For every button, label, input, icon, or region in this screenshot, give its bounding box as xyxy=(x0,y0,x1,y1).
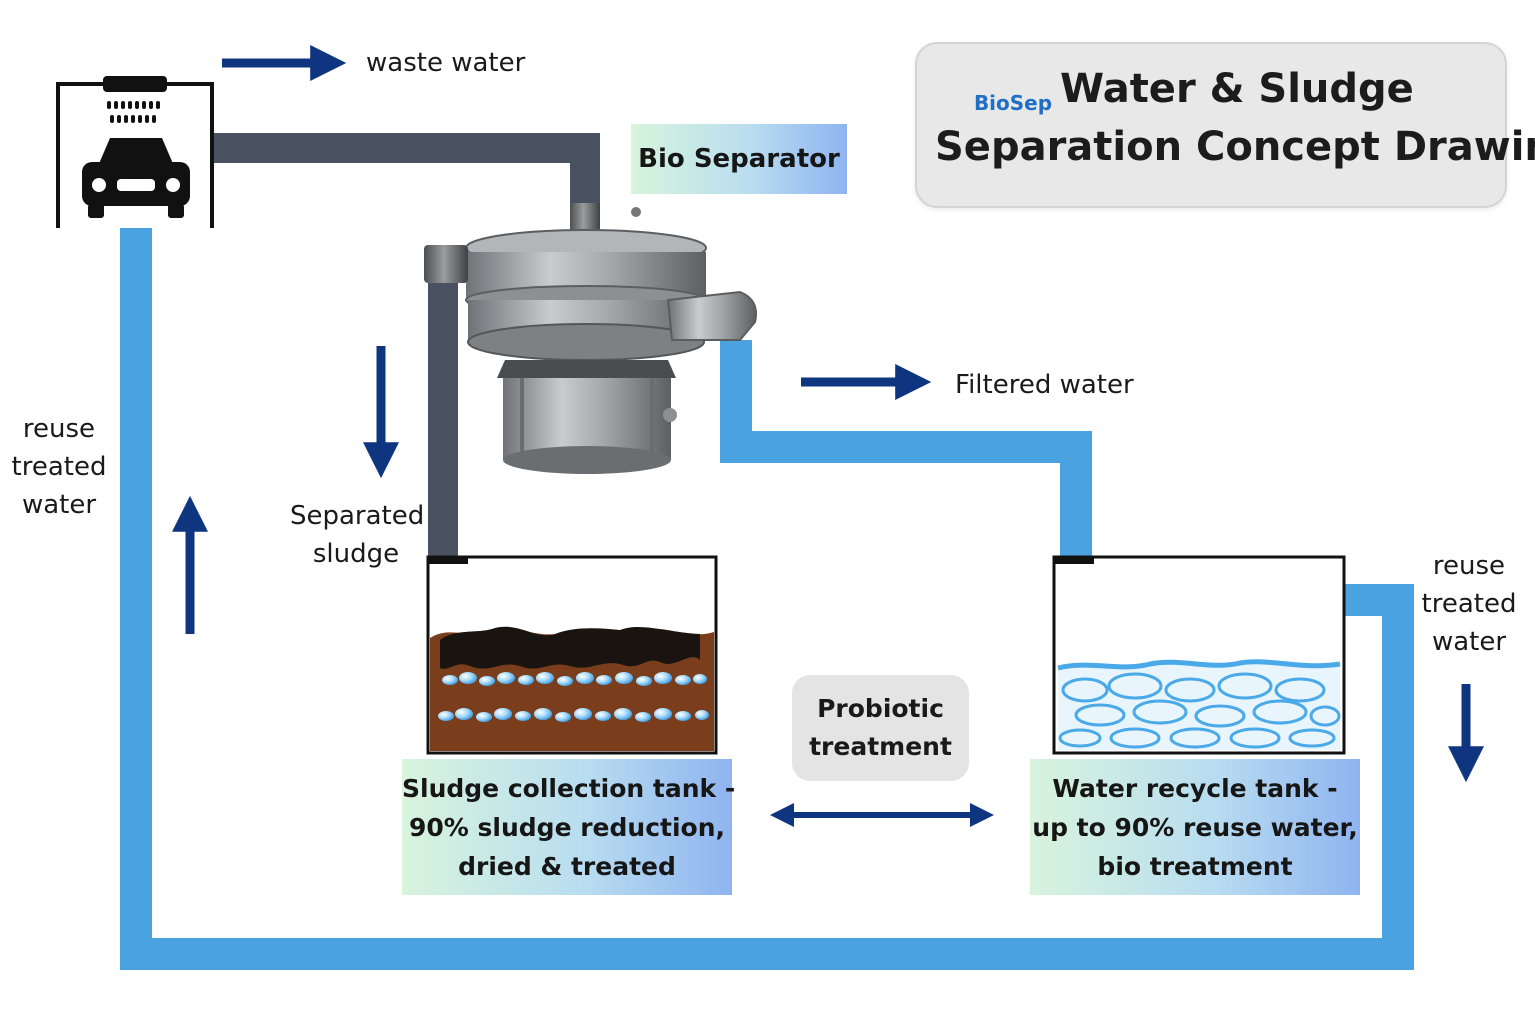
reuse-treated-water-left-label: reuse treated water xyxy=(11,414,107,520)
title-line-1: Water & Sludge xyxy=(1060,66,1414,112)
water-tank xyxy=(1052,555,1346,755)
title-card xyxy=(915,42,1507,208)
waste-water-pipe xyxy=(210,133,600,205)
probiotic-treatment-badge: Probiotic treatment xyxy=(792,675,969,781)
filtered-water-pipe xyxy=(720,340,1092,560)
biosep-logo-text: BioSep xyxy=(973,91,1053,115)
reuse-treated-water-right-label: reuse treated water xyxy=(1421,551,1517,657)
filtered-water-label: Filtered water xyxy=(955,370,1134,400)
sludge-pipe xyxy=(428,280,458,560)
water-bubbles xyxy=(1058,672,1341,749)
reuse-water-pipe xyxy=(120,228,1414,970)
separated-sludge-label: Separated sludge xyxy=(290,501,425,569)
title-line-2: Separation Concept Drawing xyxy=(935,124,1535,170)
waste-water-label: waste water xyxy=(366,48,526,78)
bio-separator-label: Bio Separator xyxy=(631,124,847,194)
bio-separator-machine-icon xyxy=(424,203,757,474)
flow-arrows xyxy=(172,45,1484,827)
sludge-tank-caption: Sludge collection tank - 90% sludge redu… xyxy=(402,759,735,895)
sludge-bubbles xyxy=(438,672,709,722)
car-wash-icon xyxy=(56,76,214,228)
water-tank-caption: Water recycle tank - up to 90% reuse wat… xyxy=(1030,759,1360,895)
sludge-tank xyxy=(426,555,718,755)
